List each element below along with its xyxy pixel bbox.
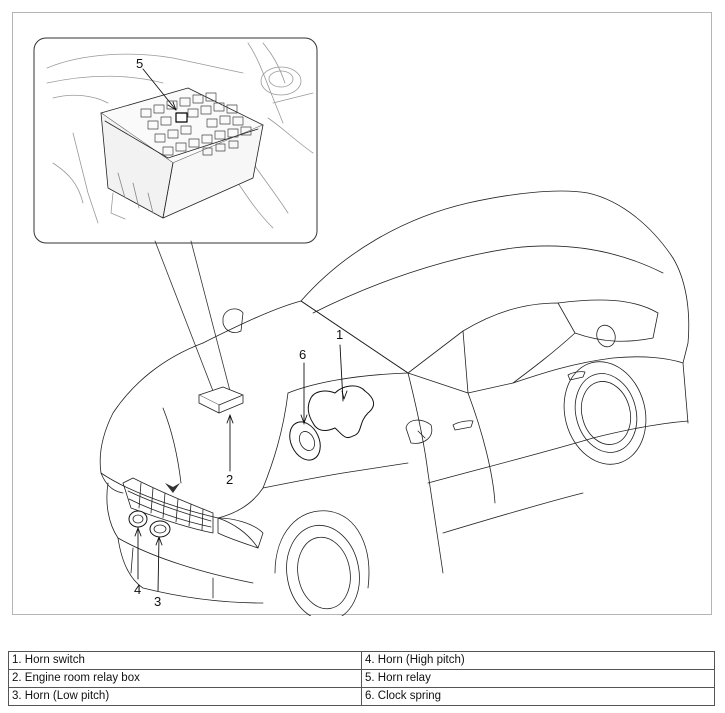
legend-item-6: 6. Clock spring (361, 687, 715, 706)
legend-item-1: 1. Horn switch (8, 651, 362, 670)
callout-leaders (134, 68, 348, 592)
callout-3: 3 (154, 594, 161, 609)
relay-box-inset (33, 37, 318, 244)
legend-item-4: 4. Horn (High pitch) (361, 651, 715, 670)
horn-location-diagram: 1 6 2 4 3 5 (33, 37, 690, 616)
legend-table: 1. Horn switch 4. Horn (High pitch) 2. E… (8, 651, 715, 706)
horn-relay-mark (175, 112, 188, 123)
callout-5: 5 (136, 56, 143, 71)
callout-4: 4 (134, 582, 141, 597)
legend-item-2: 2. Engine room relay box (8, 669, 362, 688)
car-illustration (99, 190, 690, 616)
legend-item-3: 3. Horn (Low pitch) (8, 687, 362, 706)
legend-row: 1. Horn switch 4. Horn (High pitch) (8, 651, 715, 670)
callout-1: 1 (336, 327, 343, 342)
callout-2: 2 (226, 472, 233, 487)
diagram-frame: 1 6 2 4 3 5 (12, 12, 712, 616)
callout-6: 6 (299, 347, 306, 362)
legend-row: 2. Engine room relay box 5. Horn relay (8, 669, 715, 688)
legend-row: 3. Horn (Low pitch) 6. Clock spring (8, 687, 715, 706)
legend-item-5: 5. Horn relay (361, 669, 715, 688)
